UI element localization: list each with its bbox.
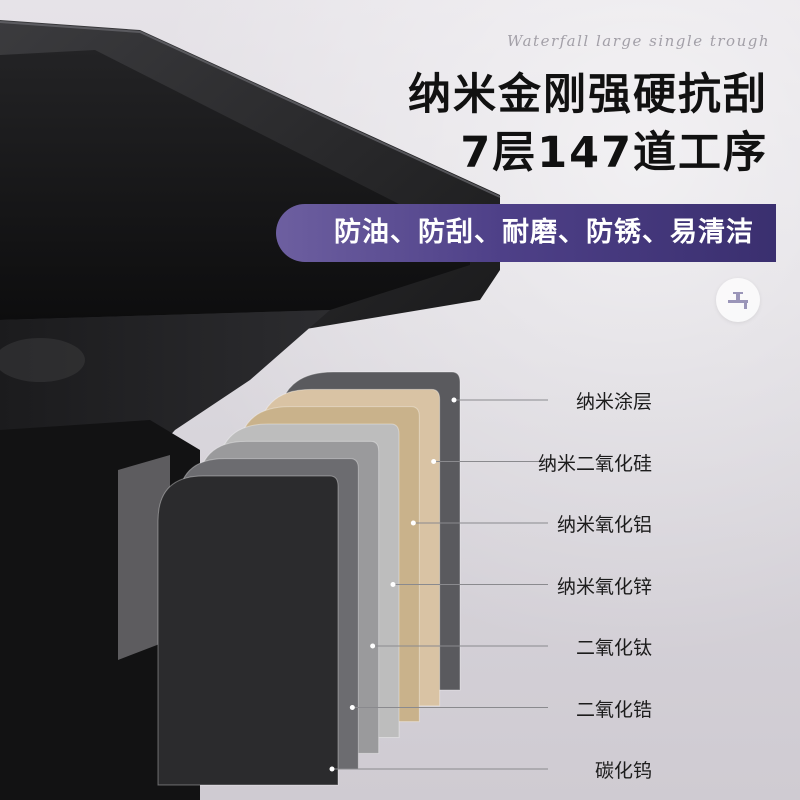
layer-label-4: 纳米氧化锌 — [556, 575, 652, 598]
leader-dot-4 — [390, 582, 396, 587]
layer-label-5: 二氧化钛 — [575, 637, 652, 659]
layer-label-6: 二氧化锆 — [575, 698, 652, 721]
layer-sheet-7 — [157, 475, 339, 786]
leader-dot-6 — [349, 705, 355, 710]
headline-line-2: 7层147道工序 — [460, 128, 768, 178]
layer-label-2: 纳米二氧化硅 — [537, 452, 652, 475]
tagline: Waterfall large single trough — [507, 32, 770, 50]
leader-dot-3 — [410, 520, 416, 526]
leader-dot-2 — [431, 459, 437, 464]
leader-dot-1 — [451, 397, 457, 403]
leader-dot-5 — [370, 643, 376, 649]
headline: 纳米金刚强硬抗刮 7层147道工序 — [408, 66, 768, 182]
layer-label-3: 纳米氧化铝 — [556, 514, 652, 536]
headline-line-1: 纳米金刚强硬抗刮 — [408, 70, 768, 120]
leader-dot-7 — [329, 766, 335, 772]
layer-label-7: 碳化钨 — [594, 760, 652, 782]
features-band: 防油、防刮、耐磨、防锈、易清洁 — [276, 204, 776, 262]
faucet-icon — [716, 278, 760, 322]
layer-label-1: 纳米涂层 — [575, 391, 652, 413]
